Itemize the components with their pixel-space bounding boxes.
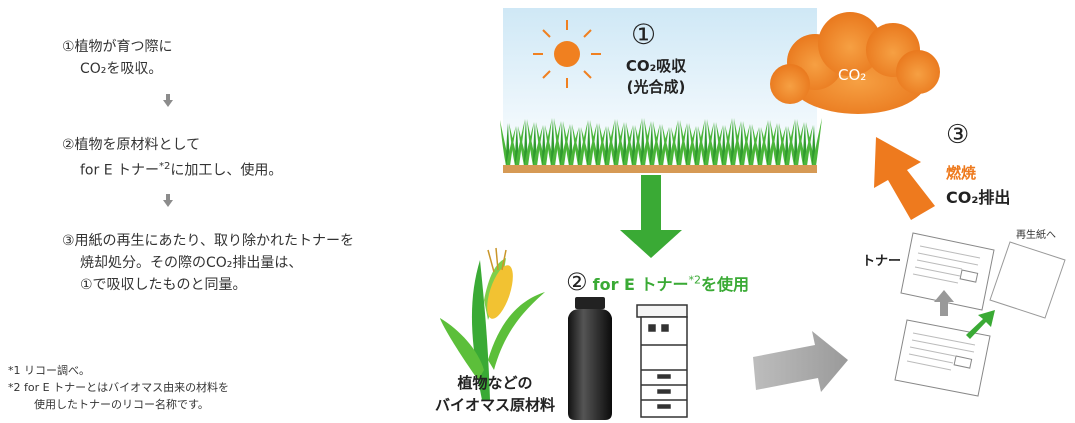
cloud-label: CO₂ bbox=[838, 66, 867, 84]
circle-one: ① bbox=[631, 18, 657, 51]
use-toner-name: for E トナー bbox=[592, 275, 689, 294]
recycled-paper-icon bbox=[989, 241, 1066, 319]
step-1-line-2: CO₂を吸収。 bbox=[80, 61, 163, 77]
step-3-line-1: ③用紙の再生にあたり、取り除かれたトナーを bbox=[62, 233, 354, 249]
gray-right-arrow bbox=[753, 331, 848, 392]
corn-plant-icon bbox=[440, 247, 545, 400]
step-3: ③用紙の再生にあたり、取り除かれたトナーを 焼却処分。その際のCO₂排出量は、 … bbox=[62, 230, 354, 296]
down-arrow-icon bbox=[163, 194, 173, 207]
step-3-line-2: 焼却処分。その際のCO₂排出量は、 bbox=[80, 255, 303, 271]
orange-up-arrow bbox=[874, 137, 935, 220]
step-2-line-1: ②植物を原材料として bbox=[62, 137, 201, 153]
step-1-line-1: ①植物が育つ際に bbox=[62, 39, 173, 55]
footnote-2-line-2: 使用したトナーのリコー名称です。 bbox=[34, 398, 209, 411]
green-down-arrow bbox=[620, 175, 682, 258]
document-top-icon bbox=[900, 232, 995, 311]
footnotes: *1 リコー調べ。 *2 for E トナーとはバイオマス由来の材料を 使用した… bbox=[8, 362, 229, 413]
sun-icon bbox=[533, 20, 601, 88]
co2-absorb-label: CO₂吸収 (光合成) bbox=[608, 56, 704, 98]
soil-strip bbox=[503, 165, 817, 173]
down-arrow-icon bbox=[163, 94, 173, 107]
step-2: ②植物を原材料として for E トナー*2に加工し、使用。 bbox=[62, 134, 282, 182]
document-bottom-icon bbox=[894, 319, 991, 397]
step-2-footnote-ref: *2 bbox=[159, 161, 171, 172]
small-green-arrow bbox=[966, 310, 995, 339]
step-3-line-3: ①で吸収したものと同量。 bbox=[80, 277, 247, 293]
recycled-label: 再生紙へ bbox=[1016, 230, 1056, 241]
footnote-1: *1 リコー調べ。 bbox=[8, 364, 90, 377]
use-toner-footnote-ref: *2 bbox=[688, 273, 702, 287]
biomass-line-1: 植物などの bbox=[457, 374, 533, 392]
step-2-line-2: for E トナー*2に加工し、使用。 bbox=[62, 156, 282, 182]
biomass-label: 植物などの バイオマス原材料 bbox=[420, 372, 570, 416]
step-2-toner: for E トナー bbox=[80, 162, 159, 179]
toner-bottle-icon bbox=[568, 297, 612, 420]
footnote-2-line-1: *2 for E トナーとはバイオマス由来の材料を bbox=[8, 381, 230, 394]
copier-machine-icon bbox=[636, 304, 688, 418]
step-1: ①植物が育つ際に CO₂を吸収。 bbox=[62, 36, 173, 80]
circle-three: ③ bbox=[946, 120, 970, 150]
biomass-line-2: バイオマス原材料 bbox=[434, 396, 555, 414]
cloud-icon bbox=[770, 12, 940, 114]
absorb-line-2: (光合成) bbox=[626, 78, 686, 96]
use-toner-suffix: を使用 bbox=[701, 275, 750, 294]
small-gray-up-arrow bbox=[934, 290, 954, 316]
burn-label: 燃焼 bbox=[946, 164, 977, 182]
use-toner-caption: ② for E トナー*2を使用 bbox=[566, 268, 749, 296]
emit-label: CO₂排出 bbox=[946, 188, 1011, 207]
grass-icon bbox=[500, 118, 822, 166]
toner-label: トナー bbox=[862, 254, 902, 269]
step-2-suffix: に加工し、使用。 bbox=[170, 162, 283, 179]
circle-two: ② bbox=[566, 268, 588, 296]
absorb-line-1: CO₂吸収 bbox=[625, 57, 687, 75]
